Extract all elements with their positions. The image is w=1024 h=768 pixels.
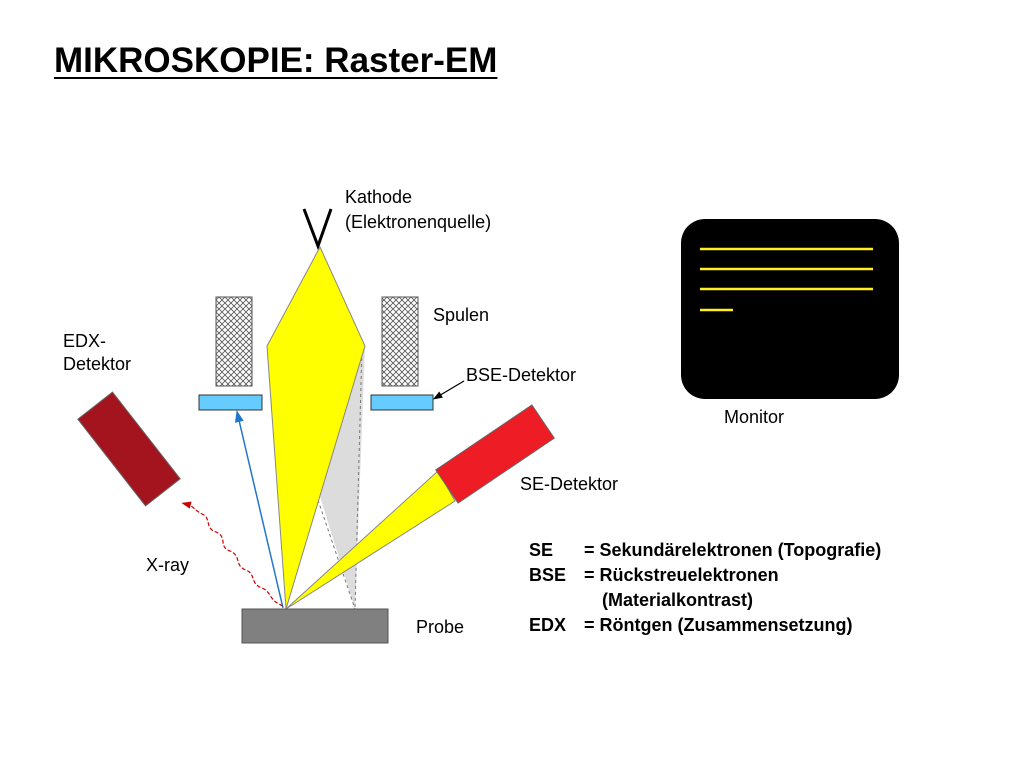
label-xray: X-ray — [146, 555, 189, 575]
monitor-screen — [681, 219, 899, 399]
label-edx-1: EDX- — [63, 331, 106, 351]
legend-desc-se: = Sekundärelektronen (Topografie) — [584, 540, 881, 560]
label-kathode: Kathode — [345, 187, 412, 207]
scan-line — [317, 499, 356, 610]
legend-abbr-se: SE — [529, 540, 553, 560]
se-detector — [435, 404, 555, 504]
bse-arrow — [234, 410, 284, 609]
label-spulen: Spulen — [433, 305, 489, 325]
probe-sample — [241, 608, 389, 644]
label-edx-2: Detektor — [63, 354, 131, 374]
edx-detector — [77, 391, 181, 507]
legend-desc-bse-2: (Materialkontrast) — [602, 590, 753, 610]
bse-pointer-arrow — [432, 380, 465, 400]
legend-abbr-bse: BSE — [529, 565, 566, 585]
legend: SE = Sekundärelektronen (Topografie) BSE… — [529, 540, 881, 635]
label-elektronenquelle: (Elektronenquelle) — [345, 212, 491, 232]
page-title: MIKROSKOPIE: Raster-EM — [54, 41, 498, 80]
cathode-icon — [302, 208, 333, 251]
xray-wave — [181, 501, 284, 607]
label-probe: Probe — [416, 617, 464, 637]
coil-right — [381, 296, 419, 387]
scan-shadow — [318, 346, 365, 609]
bse-detector-left — [198, 394, 263, 411]
legend-desc-bse: = Rückstreuelektronen — [584, 565, 779, 585]
bse-detector-right — [370, 394, 434, 411]
label-monitor: Monitor — [724, 407, 784, 427]
label-se-detektor: SE-Detektor — [520, 474, 618, 494]
legend-abbr-edx: EDX — [529, 615, 566, 635]
legend-desc-edx: = Röntgen (Zusammensetzung) — [584, 615, 853, 635]
coil-left — [215, 296, 253, 387]
label-bse-detektor: BSE-Detektor — [466, 365, 576, 385]
scan-line — [354, 345, 363, 610]
